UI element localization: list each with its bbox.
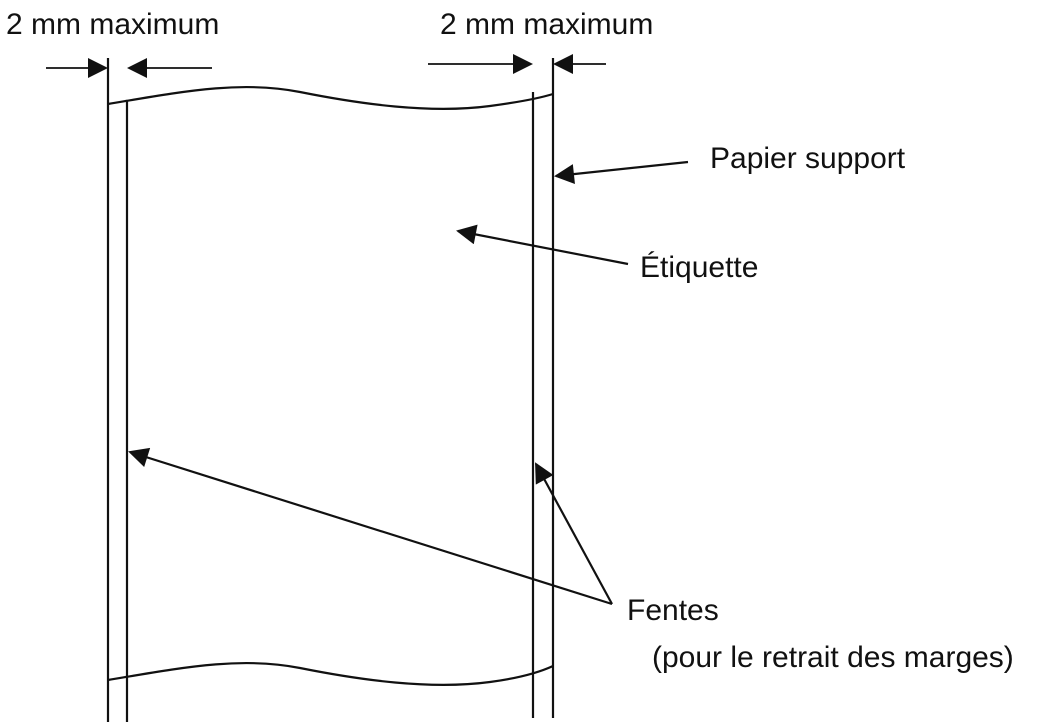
label-top-break-line bbox=[107, 85, 554, 110]
right-margin-label: 2 mm maximum bbox=[440, 8, 653, 41]
backing-paper-callout-arrow bbox=[554, 160, 689, 185]
label-callout-arrow bbox=[456, 224, 629, 266]
label-bottom-break-line bbox=[107, 661, 554, 686]
slits-label-line2: (pour le retrait des marges) bbox=[652, 641, 1014, 674]
slits-callout-arrow-left bbox=[128, 447, 613, 606]
slits-label-line1: Fentes bbox=[627, 594, 719, 627]
backing-paper-label: Papier support bbox=[710, 142, 906, 175]
left-margin-label: 2 mm maximum bbox=[6, 8, 219, 41]
slits-callout-arrow-right bbox=[535, 462, 613, 605]
label-name: Étiquette bbox=[640, 251, 758, 284]
